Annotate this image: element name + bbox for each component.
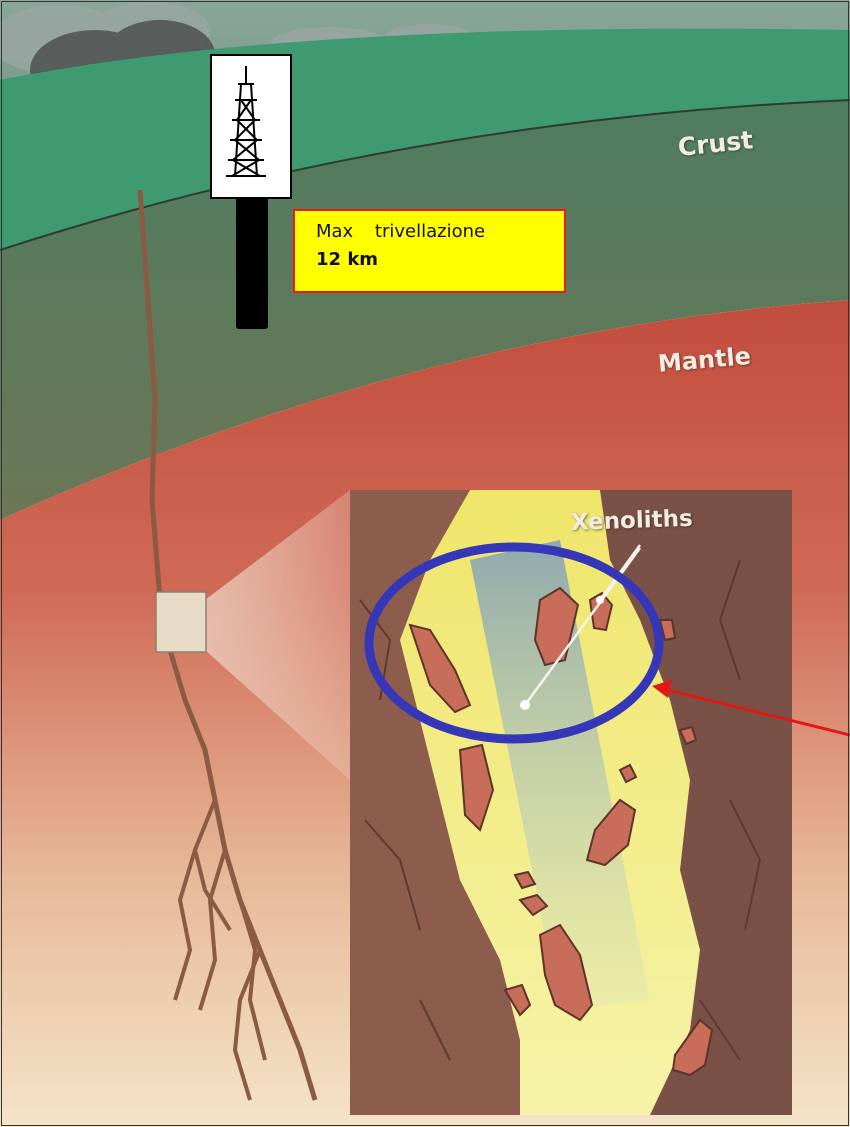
max-drilling-depth-note: Max trivellazione 12 km [293,209,566,293]
xenoliths-label: Xenoliths [571,506,694,536]
drill-hole [236,180,268,329]
drill-note-depth: 12 km [316,249,378,270]
zoom-origin-box [156,592,206,652]
oil-derrick-icon [211,55,291,198]
drill-note-title: Max trivellazione [316,221,485,242]
xenolith-inset [350,490,792,1115]
